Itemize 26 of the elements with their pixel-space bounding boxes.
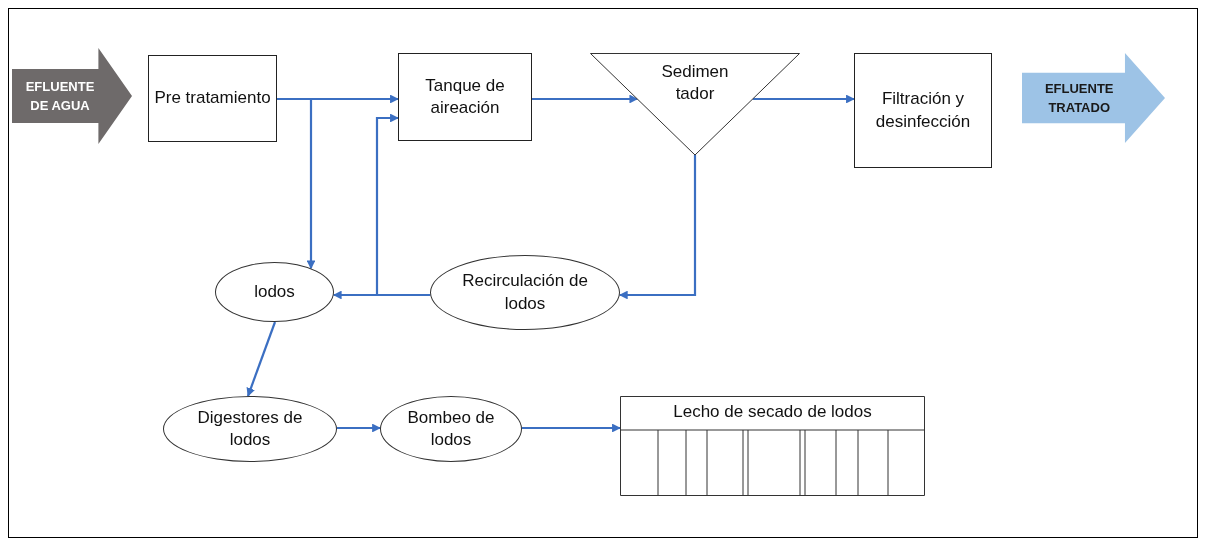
- node-label: lodos: [254, 280, 295, 303]
- node-label: Pre tratamiento: [154, 87, 271, 110]
- drying-bed-table: [620, 396, 925, 496]
- node-label: Digestores de lodos: [196, 406, 304, 451]
- flow-arrow-shape: [12, 48, 132, 144]
- flow-arrow: [375, 113, 431, 297]
- flow-arrow-shape: [1022, 53, 1165, 143]
- process-box: [148, 55, 277, 142]
- flow-arrow: [618, 155, 697, 300]
- node-label: Recirculación de lodos: [461, 270, 589, 315]
- settler-triangle: [590, 53, 800, 155]
- process-box: [854, 53, 992, 168]
- flow-arrow: [336, 423, 381, 433]
- node-label: EFLUENTE DE AGUA: [24, 77, 96, 115]
- flow-arrow: [521, 423, 621, 433]
- node-label: Filtración y desinfección: [874, 88, 972, 133]
- flow-arrow: [277, 97, 316, 270]
- flow-arrow: [532, 94, 639, 104]
- table-header: Lecho de secado de lodos: [673, 401, 872, 423]
- process-box: [398, 53, 532, 141]
- node-label: EFLUENTE TRATADO: [1043, 79, 1115, 117]
- flow-arrow: [752, 94, 855, 104]
- node-label: Bombeo de lodos: [406, 406, 496, 451]
- node-label: Sedimen tador: [660, 61, 730, 106]
- node-label: Tanque de aireación: [424, 74, 506, 119]
- flow-arrow: [246, 321, 277, 397]
